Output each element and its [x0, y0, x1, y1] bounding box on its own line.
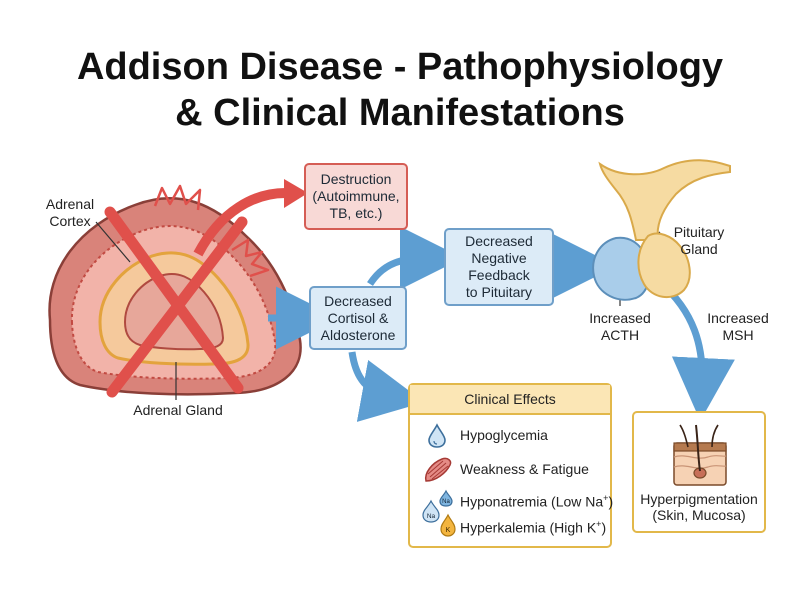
adrenal-gland-label: Adrenal Gland [133, 402, 223, 418]
leader-line [95, 221, 131, 263]
effect-hypoglycemia: Hypoglycemia [460, 427, 548, 443]
page-title-line1: Addison Disease - Pathophysiology [76, 46, 724, 88]
damage-spark-icon [153, 184, 202, 211]
negative-feedback-box-line: to Pituitary [465, 284, 533, 300]
clinical-effects-heading: Clinical Effects [410, 385, 610, 415]
effect-weakness-fatigue: Weakness & Fatigue [460, 461, 589, 477]
clinical-effects-panel: Clinical Effects Hypoglycemia Weakness &… [408, 383, 613, 548]
page-title-line2: & Clinical Manifestations [175, 92, 625, 134]
negative-feedback-box-line: Negative [471, 250, 527, 266]
arrow-to-feedback [367, 226, 463, 290]
pituitary-gland-label-line: Pituitary [673, 224, 725, 240]
effect-hyponatremia-tail: ) [608, 493, 614, 510]
hyperpigmentation-panel: Hyperpigmentation (Skin, Mucosa) [632, 411, 766, 533]
destruction-box: Destruction (Autoimmune, TB, etc.) [304, 163, 408, 230]
negative-feedback-box-line: Feedback [468, 267, 530, 283]
destruction-box-line: TB, etc.) [329, 205, 383, 221]
effect-hyperkalemia-sup: + [596, 519, 602, 529]
water-drop-icon [428, 423, 446, 448]
pituitary-gland-label: Pituitary Gland [664, 224, 734, 258]
red-x-icon [104, 206, 248, 398]
muscle-icon [424, 457, 452, 482]
sodium-icon-text: Na [442, 499, 450, 505]
decreased-hormones-box-line: Decreased [324, 292, 392, 309]
decreased-hormones-box-line: Aldosterone [320, 326, 396, 343]
effect-hyponatremia-sup: + [603, 493, 609, 503]
adrenal-cortex-label-line: Cortex [49, 213, 91, 229]
electrolyte-icons: Na Na K [422, 489, 456, 537]
sodium-icon-text: Na [427, 513, 436, 520]
destruction-box-line: (Autoimmune, [312, 188, 400, 204]
hyperpigmentation-label: Hyperpigmentation (Skin, Mucosa) [634, 491, 764, 523]
effect-hyperkalemia: Hyperkalemia (High K+) [460, 519, 606, 536]
arrow-to-clinical-effects [348, 351, 425, 422]
hyperpigmentation-label-line: Hyperpigmentation [640, 491, 758, 507]
destruction-box-line: Destruction [320, 171, 392, 187]
adrenal-cortex-label: Adrenal Cortex [38, 196, 102, 230]
increased-msh-label: Increased MSH [700, 310, 776, 344]
increased-acth-label-line: ACTH [600, 327, 640, 343]
pituitary-gland-illustration [592, 159, 731, 301]
sodium-icon: Na Na [422, 489, 453, 523]
increased-msh-label-line: Increased [707, 310, 769, 326]
decreased-hormones-box: Decreased Cortisol & Aldosterone [309, 286, 407, 350]
adrenal-cortex-label-line: Adrenal [45, 196, 95, 212]
effect-hyponatremia-text: Hyponatremia (Low Na [460, 493, 604, 510]
effect-hyperkalemia-text: Hyperkalemia (High K [460, 519, 597, 536]
potassium-icon-text: K [446, 527, 451, 534]
effect-hyponatremia: Hyponatremia (Low Na+) [460, 493, 613, 510]
pituitary-gland-label-line: Gland [680, 241, 718, 257]
destruction-arrow [193, 179, 308, 257]
decreased-hormones-box-line: Cortisol & [327, 309, 389, 326]
hyperpigmentation-label-line: (Skin, Mucosa) [652, 507, 746, 523]
damage-spark-icon [231, 238, 270, 278]
negative-feedback-box: Decreased Negative Feedback to Pituitary [444, 228, 554, 306]
skin-hair-icon [673, 424, 727, 486]
negative-feedback-box-line: Decreased [465, 233, 533, 249]
increased-msh-label-line: MSH [722, 327, 754, 343]
increased-acth-label: Increased ACTH [582, 310, 658, 344]
increased-acth-label-line: Increased [589, 310, 651, 326]
potassium-icon: K [440, 513, 456, 537]
effect-hyperkalemia-tail: ) [601, 519, 607, 536]
